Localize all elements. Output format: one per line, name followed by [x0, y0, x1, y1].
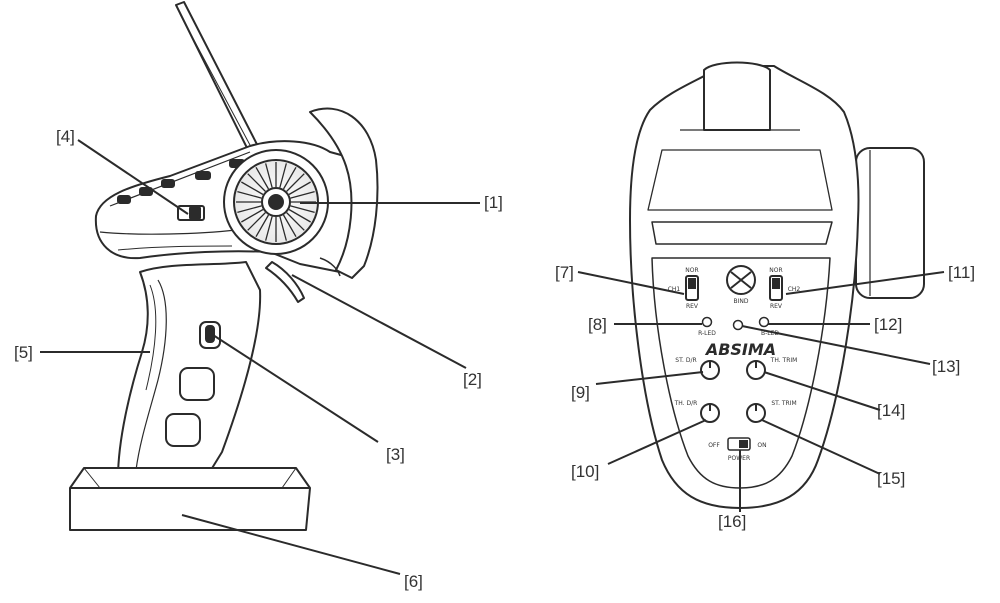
leader-7: [577, 271, 685, 295]
ch2-rev-label: REV: [770, 303, 783, 310]
transmitter-side-view: [69, 1, 379, 531]
ch2-label: CH2: [788, 286, 801, 293]
callout-16: [16]: [718, 512, 746, 531]
leader-14: [763, 371, 881, 411]
grip-button-1: [179, 367, 215, 401]
base: [69, 467, 311, 531]
leader-11: [785, 271, 945, 295]
wheel-spoke: [241, 208, 264, 223]
wheel-spoke: [286, 173, 305, 192]
knob-st-rate-label: ST. D/R: [675, 357, 696, 364]
callout-10: [10]: [571, 462, 599, 481]
antenna: [175, 1, 266, 165]
wheel-spoke: [290, 205, 315, 213]
wheel-spoke: [237, 191, 262, 199]
leader-3: [212, 334, 379, 443]
wheel-spoke: [241, 181, 264, 196]
ch1-label: CH1: [668, 286, 681, 293]
wheel-spoke: [288, 208, 311, 223]
power-on-label: ON: [757, 442, 766, 449]
steering-wheel[interactable]: [223, 149, 329, 255]
transmitter-rear-view: ABSIMA BIND NOR REV CH1 NOR REV CH2 R-LE…: [629, 61, 925, 509]
wheel-spoke: [265, 163, 273, 188]
wheel-spoke: [288, 181, 311, 196]
callout-5: [5]: [14, 343, 33, 362]
leader-15: [761, 419, 881, 475]
callout-15: [15]: [877, 469, 905, 488]
callout-1: [1]: [484, 193, 503, 212]
knob-th-dr-label: TH. D/R: [674, 400, 698, 407]
callout-11: [11]: [948, 263, 975, 282]
leader-13: [741, 325, 931, 365]
wheel-spoke: [282, 214, 297, 237]
wheel-spoke: [265, 216, 273, 241]
knob-th-trim[interactable]: [746, 360, 766, 380]
wheel-spoke: [279, 163, 287, 188]
grip-button-2: [165, 413, 201, 447]
ch1-nor-label: NOR: [685, 267, 698, 274]
knob-st-rate[interactable]: [700, 360, 720, 380]
wheel-spoke: [247, 173, 266, 192]
callout-labels: [1] [2] [3] [4] [5] [6] [7] [8] [9] [10]…: [14, 127, 975, 591]
led-left: [701, 316, 713, 328]
wheel-spoke: [279, 216, 287, 241]
throttle-trigger: [265, 261, 305, 303]
callout-9: [9]: [571, 383, 590, 402]
leader-6: [181, 514, 401, 575]
bind-label: BIND: [734, 298, 749, 305]
brand-logo: ABSIMA: [704, 340, 776, 359]
callout-6: [6]: [404, 572, 423, 591]
ch2-nor-label: NOR: [769, 267, 782, 274]
leader-10: [607, 419, 707, 465]
led-left-label: R-LED: [698, 330, 716, 337]
wheel-spoke: [255, 214, 270, 237]
leader-2: [291, 274, 467, 369]
leader-9: [595, 371, 704, 385]
wheel-spoke: [286, 212, 305, 231]
knob-st-trim-label: ST. TRIM: [771, 400, 796, 407]
led-right: [758, 316, 770, 328]
callout-3: [3]: [386, 445, 405, 464]
callout-12: [12]: [874, 315, 902, 334]
ch1-rev-label: REV: [686, 303, 699, 310]
knob-st-trim[interactable]: [746, 403, 766, 423]
leader-4: [77, 139, 189, 215]
callout-4: [4]: [56, 127, 75, 146]
led-right-label: B-LED: [761, 330, 779, 337]
hand-guard: [309, 107, 379, 279]
callout-13: [13]: [932, 357, 960, 376]
wheel-spoke: [282, 167, 297, 190]
callout-7: [7]: [555, 263, 574, 282]
callout-8: [8]: [588, 315, 607, 334]
knob-th-trim-label: TH. TRIM: [770, 357, 798, 364]
leader-lines: [40, 139, 945, 575]
callout-14: [14]: [877, 401, 905, 420]
wheel-spoke: [290, 191, 315, 199]
power-off-label: OFF: [708, 442, 720, 449]
callout-2: [2]: [463, 370, 482, 389]
knob-th-dr[interactable]: [700, 403, 720, 423]
wheel-spoke: [237, 205, 262, 213]
led-center: [732, 319, 744, 331]
wheel-spoke: [247, 212, 266, 231]
wheel-spoke: [255, 167, 270, 190]
